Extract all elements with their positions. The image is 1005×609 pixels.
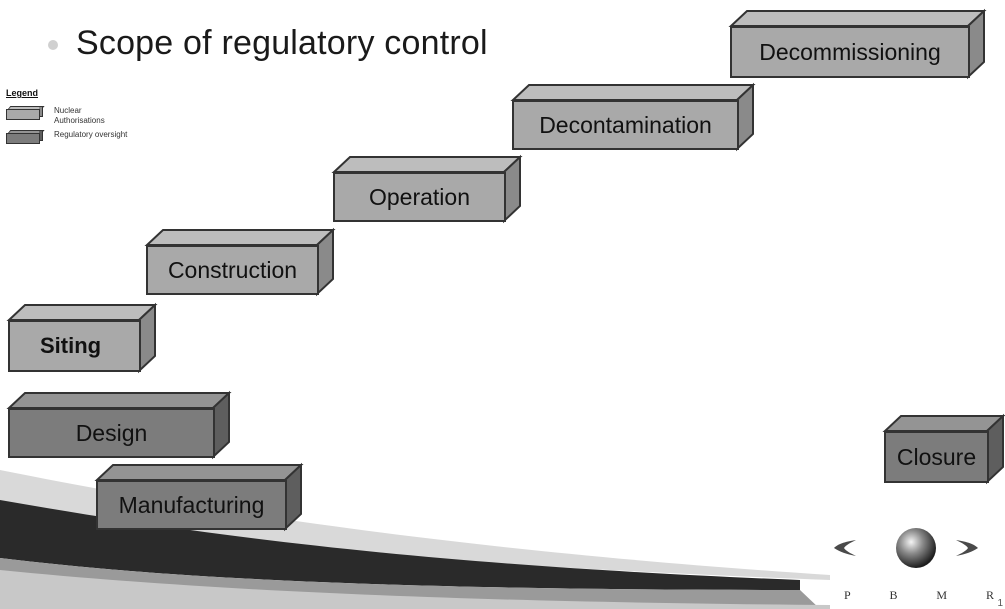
pbmr-logo: P B M R xyxy=(826,510,1005,609)
stage-label: Manufacturing xyxy=(96,480,287,530)
stage-operation: Operation xyxy=(331,154,523,224)
legend-item-oversight: Regulatory oversight xyxy=(6,130,156,144)
stage-construction: Construction xyxy=(144,227,336,297)
legend-label: Regulatory oversight xyxy=(54,130,128,139)
logo-letter: P xyxy=(844,588,851,602)
block-3d-edges xyxy=(331,154,523,224)
stage-label: Siting xyxy=(8,320,141,372)
legend-label: Nuclear Authorisations xyxy=(54,106,105,125)
stage-siting: Siting xyxy=(6,302,158,374)
stage-decontamination: Decontamination xyxy=(510,82,756,152)
bullet-icon xyxy=(48,40,58,50)
legend-swatch-dark xyxy=(6,130,46,144)
stage-label: Closure xyxy=(884,431,989,483)
pbmr-letters: P B M R xyxy=(844,588,994,603)
stage-label: Decommissioning xyxy=(730,26,970,78)
stage-label: Decontamination xyxy=(512,100,739,150)
legend-title: Legend xyxy=(6,88,39,98)
legend-swatch-light xyxy=(6,106,46,120)
stage-label: Construction xyxy=(146,245,319,295)
stage-decommissioning: Decommissioning xyxy=(728,8,987,80)
pbmr-logo-graphic xyxy=(834,528,978,568)
block-3d-edges xyxy=(6,302,158,374)
slide-title: Scope of regulatory control xyxy=(76,23,488,62)
page-number: 1 xyxy=(997,598,1003,609)
stage-closure: Closure xyxy=(882,413,1005,485)
logo-letter: M xyxy=(936,588,948,602)
stage-label: Design xyxy=(8,408,215,458)
legend: Legend Nuclear Authorisations Regulatory… xyxy=(6,88,156,148)
stage-label: Operation xyxy=(333,172,506,222)
legend-item-authorisations: Nuclear Authorisations xyxy=(6,106,156,126)
stage-design: Design xyxy=(6,390,232,460)
stage-manufacturing: Manufacturing xyxy=(94,462,304,532)
block-3d-edges xyxy=(6,390,232,460)
logo-letter: R xyxy=(985,588,994,602)
block-3d-edges xyxy=(882,413,1005,485)
logo-letter: B xyxy=(889,588,898,602)
title-row: Scope of regulatory control xyxy=(48,18,488,68)
